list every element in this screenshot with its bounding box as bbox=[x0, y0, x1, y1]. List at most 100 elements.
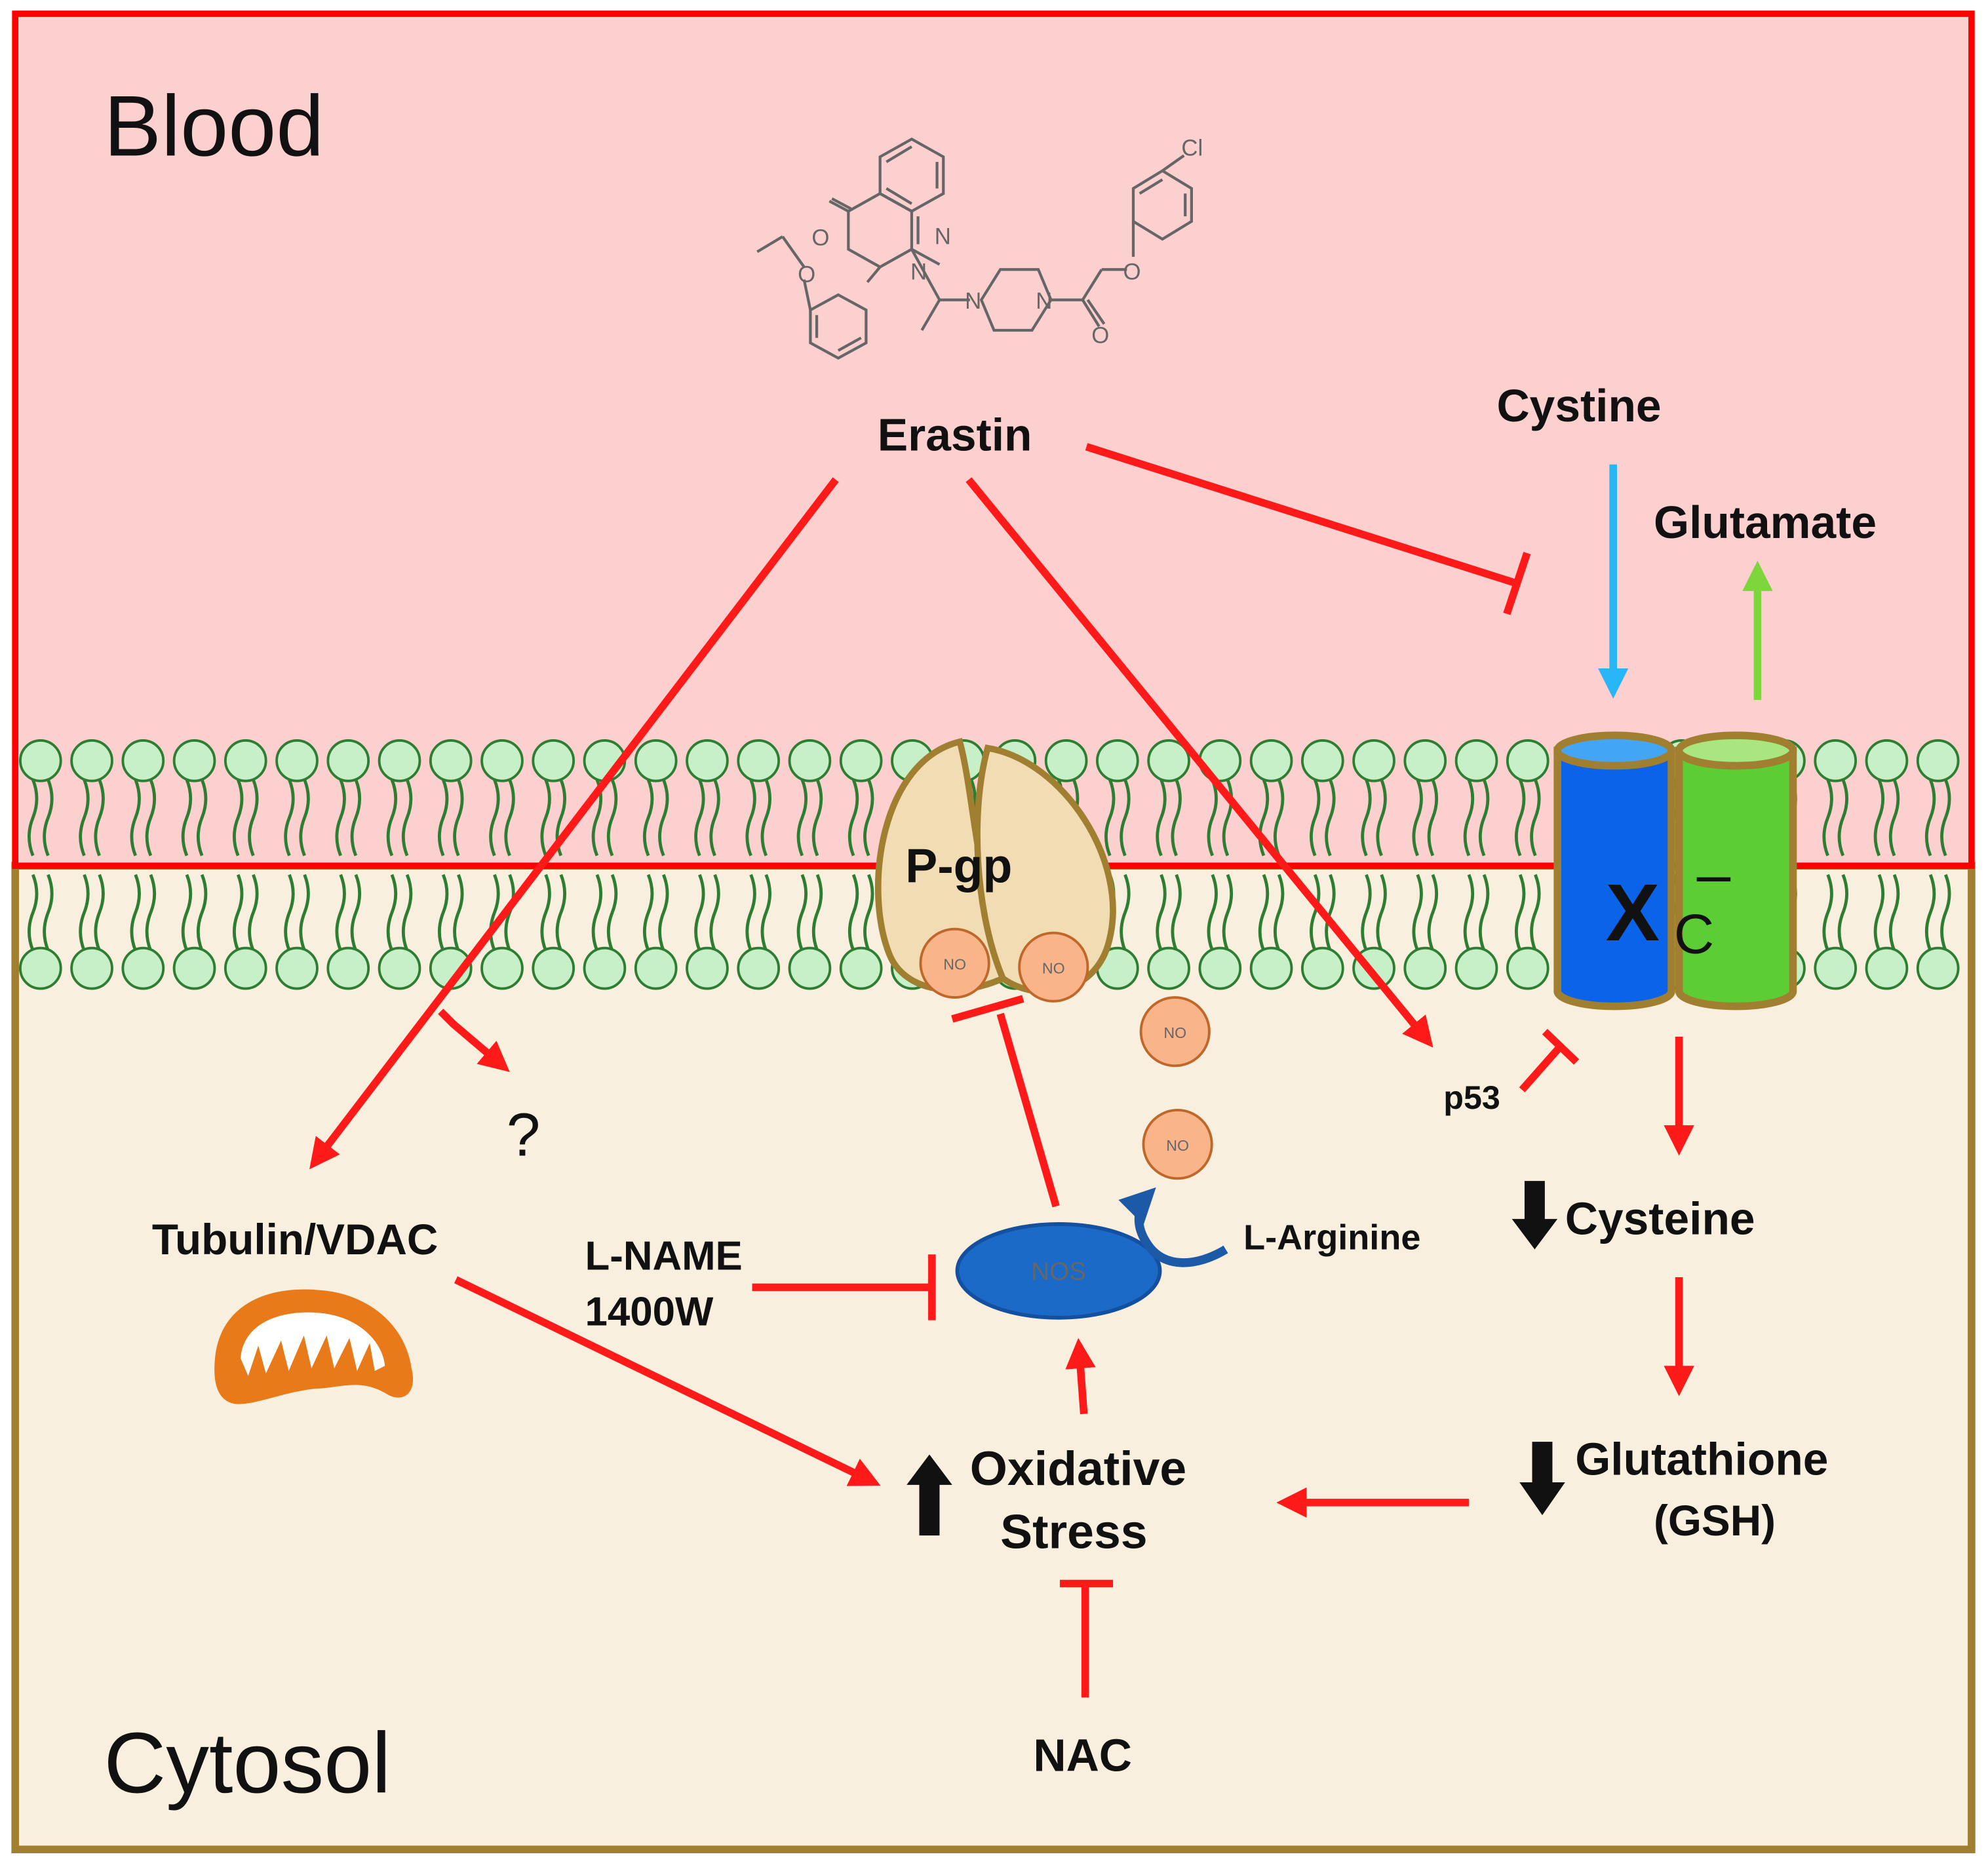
blood-label: Blood bbox=[104, 77, 324, 174]
lipid-head bbox=[532, 739, 575, 782]
lipid-tail bbox=[232, 874, 244, 952]
lipid-tail bbox=[489, 874, 500, 952]
lipid-tail bbox=[1924, 779, 1936, 857]
lipid-tail bbox=[1361, 779, 1372, 857]
svg-text:N: N bbox=[935, 225, 951, 250]
arrow-to-question bbox=[438, 1009, 510, 1072]
lipid-head bbox=[1814, 739, 1858, 782]
lipid-head bbox=[1044, 739, 1088, 782]
lipid-tail bbox=[28, 874, 39, 952]
inhibit-p53-xc bbox=[1519, 1044, 1563, 1092]
no-molecule-icon: NO bbox=[919, 927, 990, 999]
svg-text:N: N bbox=[1036, 289, 1052, 314]
lipid-head bbox=[1198, 946, 1242, 990]
lipid-tail bbox=[540, 874, 551, 952]
svg-text:N: N bbox=[965, 289, 981, 314]
lipid-tail bbox=[694, 779, 705, 857]
lipid-tail bbox=[386, 779, 398, 857]
lipid-tail bbox=[299, 779, 310, 857]
lipid-tail bbox=[1258, 779, 1270, 857]
xc-transporter bbox=[1553, 731, 1797, 1010]
lipid-tail bbox=[232, 779, 244, 857]
lipid-tail bbox=[1258, 874, 1270, 952]
lipid-tail bbox=[335, 779, 346, 857]
lipid-tail bbox=[1273, 779, 1285, 857]
lipid-tail bbox=[94, 874, 105, 952]
lipid-tail bbox=[1530, 874, 1541, 952]
lipid-head bbox=[1454, 739, 1498, 782]
lipid-tail bbox=[181, 874, 193, 952]
lipid-tail bbox=[401, 874, 413, 952]
lipid-tail bbox=[1376, 779, 1387, 857]
lipid-head bbox=[172, 739, 216, 782]
lipid-tail bbox=[1120, 779, 1131, 857]
lipid-tail bbox=[1412, 779, 1423, 857]
erastin-structure-icon bbox=[756, 137, 1193, 360]
lipid-tail bbox=[489, 779, 500, 857]
no-molecule-icon: NO bbox=[1018, 931, 1089, 1003]
lipid-tail bbox=[284, 779, 295, 857]
cystine-label: Cystine bbox=[1496, 380, 1661, 431]
lipid-tail bbox=[196, 779, 208, 857]
lipid-head bbox=[326, 946, 370, 990]
lipid-tail bbox=[1837, 874, 1849, 952]
lipid-tail bbox=[401, 779, 413, 857]
lipid-tail bbox=[1156, 874, 1167, 952]
lipid-tail bbox=[28, 779, 39, 857]
lipid-tail bbox=[299, 874, 310, 952]
lipid-tail bbox=[1376, 874, 1387, 952]
arrow-stress-to-nos bbox=[1065, 1338, 1096, 1415]
lipid-tail bbox=[145, 779, 157, 857]
svg-text:O: O bbox=[811, 226, 829, 251]
lipid-tail bbox=[1822, 874, 1833, 952]
inhibit-nos-pgp bbox=[996, 1012, 1060, 1208]
lipid-tail bbox=[453, 779, 464, 857]
lipid-head bbox=[634, 946, 678, 990]
lipid-tail bbox=[1171, 779, 1182, 857]
lipid-tail bbox=[1104, 779, 1116, 857]
lipid-tail bbox=[606, 874, 618, 952]
l-arginine-label: L-Arginine bbox=[1243, 1218, 1420, 1257]
lipid-head bbox=[1814, 946, 1858, 990]
lipid-tail bbox=[130, 874, 141, 952]
lipid-tail bbox=[796, 779, 808, 857]
lipid-tail bbox=[1888, 874, 1900, 952]
lipid-tail bbox=[1412, 874, 1423, 952]
lipid-head bbox=[686, 946, 729, 990]
lipid-head bbox=[70, 946, 113, 990]
lipid-head bbox=[121, 946, 165, 990]
lipid-head bbox=[634, 739, 678, 782]
lipid-tail bbox=[863, 779, 874, 857]
stress-label: Stress bbox=[1000, 1505, 1147, 1558]
lipid-tail bbox=[350, 874, 362, 952]
lipid-head bbox=[1096, 739, 1139, 782]
lipid-tail bbox=[1463, 874, 1475, 952]
no-molecule-icon: NO bbox=[1139, 996, 1211, 1068]
lipid-head bbox=[737, 946, 781, 990]
nac-label: NAC bbox=[1033, 1729, 1132, 1780]
lipid-head bbox=[480, 946, 524, 990]
l-name-label: L-NAME bbox=[585, 1233, 743, 1279]
decrease-arrow-icon bbox=[1519, 1442, 1565, 1516]
pgp-label: P-gp bbox=[905, 839, 1012, 893]
inhibit-erastin-xc bbox=[1085, 443, 1519, 587]
1400w-label: 1400W bbox=[585, 1289, 714, 1334]
lipid-tail bbox=[591, 874, 603, 952]
arrow-tubulin-to-stress bbox=[454, 1276, 881, 1486]
increase-arrow-icon bbox=[906, 1454, 952, 1536]
erastin-label: Erastin bbox=[878, 410, 1032, 461]
p53-label: p53 bbox=[1443, 1079, 1500, 1116]
lipid-tail bbox=[1222, 779, 1234, 857]
lipid-head bbox=[1506, 946, 1549, 990]
inhibit-nos-pgp-bar bbox=[951, 995, 1024, 1023]
arrow-erastin-to-tubulin bbox=[309, 477, 839, 1170]
lipid-head bbox=[429, 739, 473, 782]
lipid-tail bbox=[1940, 779, 1951, 857]
svg-text:O: O bbox=[1123, 260, 1141, 285]
lipid-tail bbox=[1427, 874, 1439, 952]
erastin-atom-labels: O N N O N N O O Cl bbox=[798, 136, 1203, 348]
lipid-tail bbox=[848, 779, 859, 857]
lipid-tail bbox=[1207, 874, 1218, 952]
xc-label: X bbox=[1606, 868, 1660, 958]
